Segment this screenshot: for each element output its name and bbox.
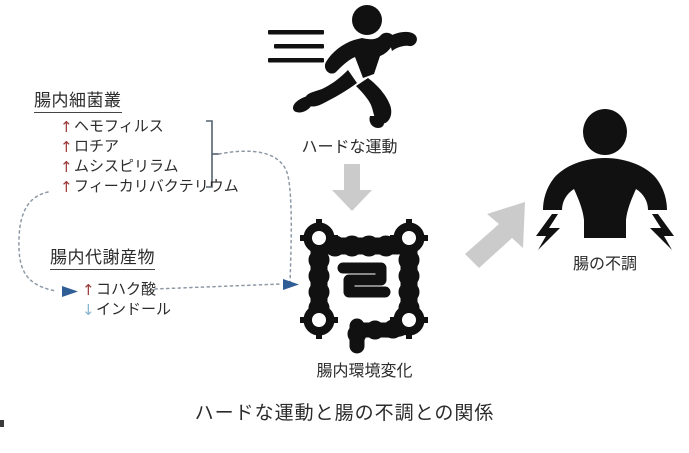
microbiota-heading-wrap: 腸内細菌叢 [34, 86, 122, 113]
intestine-icon [300, 219, 428, 354]
runner-label: ハードな運動 [301, 139, 398, 156]
list-item: ↑ ヘモフィルス [60, 117, 239, 137]
increase-arrow-icon: ↑ [82, 281, 95, 299]
metabolites-heading: 腸内代謝産物 [50, 243, 155, 270]
list-item-label: ロチア [74, 138, 120, 155]
list-item: ↑ ロチア [60, 137, 239, 157]
increase-arrow-icon: ↑ [60, 158, 73, 176]
person-label: 腸の不調 [572, 256, 637, 273]
microbiota-bracket [206, 120, 219, 188]
person-abdominal-pain-icon [536, 109, 674, 250]
connector-metabolites-to-intestine [154, 279, 299, 290]
metabolites-list: ↑ コハク酸 ↓ インドール [82, 280, 171, 320]
metabolites-heading-wrap: 腸内代謝産物 [50, 243, 155, 270]
list-item: ↑ コハク酸 [82, 280, 171, 300]
list-item-label: ヘモフィルス [74, 118, 164, 135]
microbiota-list: ↑ ヘモフィルス ↑ ロチア ↑ ムシスピリラム ↑ フィーカリバクテリウム [60, 117, 239, 197]
increase-arrow-icon: ↑ [60, 178, 73, 196]
list-item: ↑ ムシスピリラム [60, 157, 239, 177]
connector-arrowhead-metabolites [62, 286, 78, 297]
edge-artifact [0, 420, 4, 427]
up-right-arrow-icon [465, 202, 525, 268]
intestine-label: 腸内環境変化 [316, 363, 413, 380]
list-item: ↓ インドール [82, 300, 171, 320]
connector-arrowhead-intestine [283, 279, 299, 290]
figure-caption-wrap: ハードな運動と腸の不調との関係 [0, 398, 689, 425]
connector-microbiota-to-intestine [218, 150, 292, 284]
increase-arrow-icon: ↑ [60, 118, 73, 136]
decrease-arrow-icon: ↓ [82, 301, 95, 319]
running-person-icon [268, 5, 417, 128]
connector-microbiota-to-metabolites [18, 191, 78, 297]
list-item-label: フィーカリバクテリウム [74, 178, 239, 195]
list-item-label: ムシスピリラム [74, 158, 179, 175]
down-arrow-icon [332, 164, 372, 211]
list-item: ↑ フィーカリバクテリウム [60, 177, 239, 197]
list-item-label: コハク酸 [96, 281, 157, 298]
figure-caption: ハードな運動と腸の不調との関係 [194, 403, 495, 424]
list-item-label: インドール [96, 301, 172, 318]
increase-arrow-icon: ↑ [60, 138, 73, 156]
microbiota-heading: 腸内細菌叢 [34, 86, 122, 113]
